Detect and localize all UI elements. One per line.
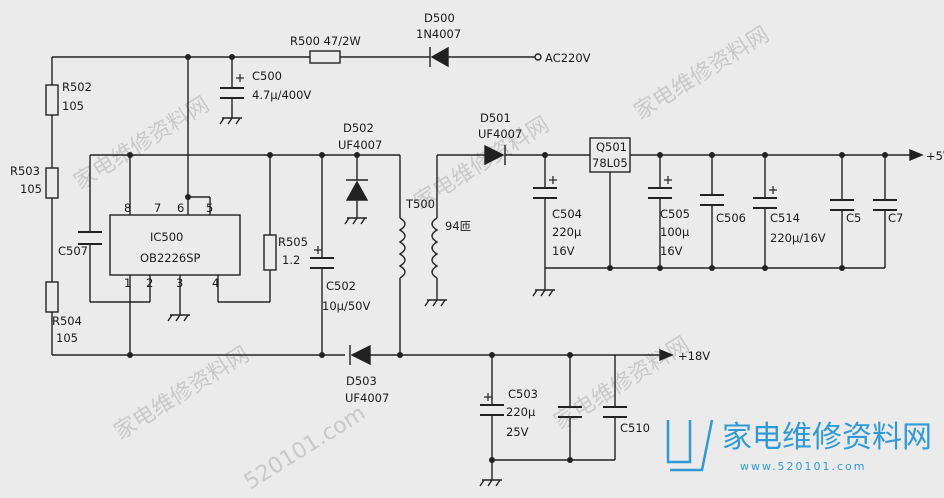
r503-label: R503 xyxy=(10,164,40,178)
logo-mark-icon xyxy=(666,419,714,472)
c504-value-label: 220μ xyxy=(552,225,582,239)
pin-6-label: 6 xyxy=(177,201,184,215)
r504-label: R504 xyxy=(52,314,82,328)
diodes xyxy=(345,46,506,366)
terminals xyxy=(534,53,924,362)
pin-7-label: 7 xyxy=(154,201,161,215)
ic500-label: IC500 xyxy=(150,230,183,244)
d501-label: D501 xyxy=(480,111,511,125)
c503-label: C503 xyxy=(508,387,538,401)
resistor-r505 xyxy=(263,234,277,271)
junction-dots xyxy=(127,54,888,463)
c505-voltage-label: 16V xyxy=(660,244,683,258)
pin-8-label: 8 xyxy=(124,201,131,215)
turns-label: 94匝 xyxy=(445,219,471,233)
watermark-text: 家电维修资料网 xyxy=(630,22,774,125)
c502-value-label: 10μ/50V xyxy=(322,299,370,313)
c5-label: C5 xyxy=(846,211,861,225)
ground-symbols xyxy=(167,117,555,487)
resistor-r500 xyxy=(309,50,341,64)
pin-1-label: 1 xyxy=(124,276,131,290)
d500-part-label: 1N4007 xyxy=(416,27,461,41)
r502-value-label: 105 xyxy=(62,99,84,113)
c502-label: C502 xyxy=(326,279,356,293)
r505-label: R505 xyxy=(278,235,308,249)
d501-part-label: UF4007 xyxy=(478,127,522,141)
watermark-text: 家电维修资料网 xyxy=(70,92,214,195)
d500-label: D500 xyxy=(424,11,455,25)
logo-text: 家电维修资料网 xyxy=(722,420,932,455)
ac-input-label: AC220V xyxy=(545,51,591,65)
diode-d501 xyxy=(484,144,505,166)
polarity-marks xyxy=(236,74,777,401)
d503-label: D503 xyxy=(346,374,377,388)
c503-value-label: 220μ xyxy=(506,405,536,419)
r503-value-label: 105 xyxy=(20,182,42,196)
c503-voltage-label: 25V xyxy=(506,425,529,439)
q501-part-label: 78L05 xyxy=(592,156,628,170)
d502-part-label: UF4007 xyxy=(338,138,382,152)
logo-url: www.520101.com xyxy=(740,460,866,473)
resistor-r502 xyxy=(45,84,59,116)
q501-label: Q501 xyxy=(596,140,627,154)
capacitors xyxy=(78,87,897,418)
c500-value-label: 4.7μ/400V xyxy=(252,88,311,102)
c500-label: C500 xyxy=(252,69,282,83)
d503-part-label: UF4007 xyxy=(345,391,389,405)
ic500-body xyxy=(109,214,241,276)
out-18v-label: +18V xyxy=(678,349,710,363)
wires xyxy=(51,56,910,480)
components xyxy=(45,50,631,313)
diode-d502 xyxy=(345,180,369,201)
c504-label: C504 xyxy=(552,207,582,221)
c514-value-label: 220μ/16V xyxy=(770,231,826,245)
pin-3-label: 3 xyxy=(176,276,183,290)
c505-value-label: 100μ xyxy=(660,225,690,239)
resistor-r503 xyxy=(45,167,59,199)
watermark-text: 家电维修资料网 xyxy=(550,332,694,435)
diode-d503 xyxy=(350,344,371,366)
r504-value-label: 105 xyxy=(56,331,78,345)
c506-label: C506 xyxy=(716,211,746,225)
c504-voltage-label: 16V xyxy=(552,244,575,258)
resistor-r504 xyxy=(45,281,59,313)
ic500-part-label: OB2226SP xyxy=(140,251,201,265)
out-5v-label: +5V xyxy=(926,149,944,163)
pin-5-label: 5 xyxy=(206,201,213,215)
d502-label: D502 xyxy=(343,121,374,135)
r505-value-label: 1.2 xyxy=(282,253,300,267)
pin-2-label: 2 xyxy=(146,276,153,290)
c510-label: C510 xyxy=(620,421,650,435)
watermark-url: 520101.com xyxy=(240,401,370,493)
q501-body xyxy=(589,137,631,173)
component-labels: R500 47/2W D500 1N4007 AC220V C500 4.7μ/… xyxy=(10,11,944,439)
watermark-text: 家电维修资料网 xyxy=(110,342,254,445)
c507-label: C507 xyxy=(58,244,88,258)
c7-label: C7 xyxy=(888,211,903,225)
r502-label: R502 xyxy=(62,80,92,94)
r500-label: R500 47/2W xyxy=(290,34,361,48)
t500-label: T500 xyxy=(405,197,435,211)
diode-d500 xyxy=(430,46,449,68)
transformer-t500 xyxy=(398,217,439,279)
c505-label: C505 xyxy=(660,207,690,221)
c514-label: C514 xyxy=(770,211,800,225)
site-logo: 家电维修资料网 www.520101.com xyxy=(666,419,932,473)
pin-4-label: 4 xyxy=(212,276,219,290)
